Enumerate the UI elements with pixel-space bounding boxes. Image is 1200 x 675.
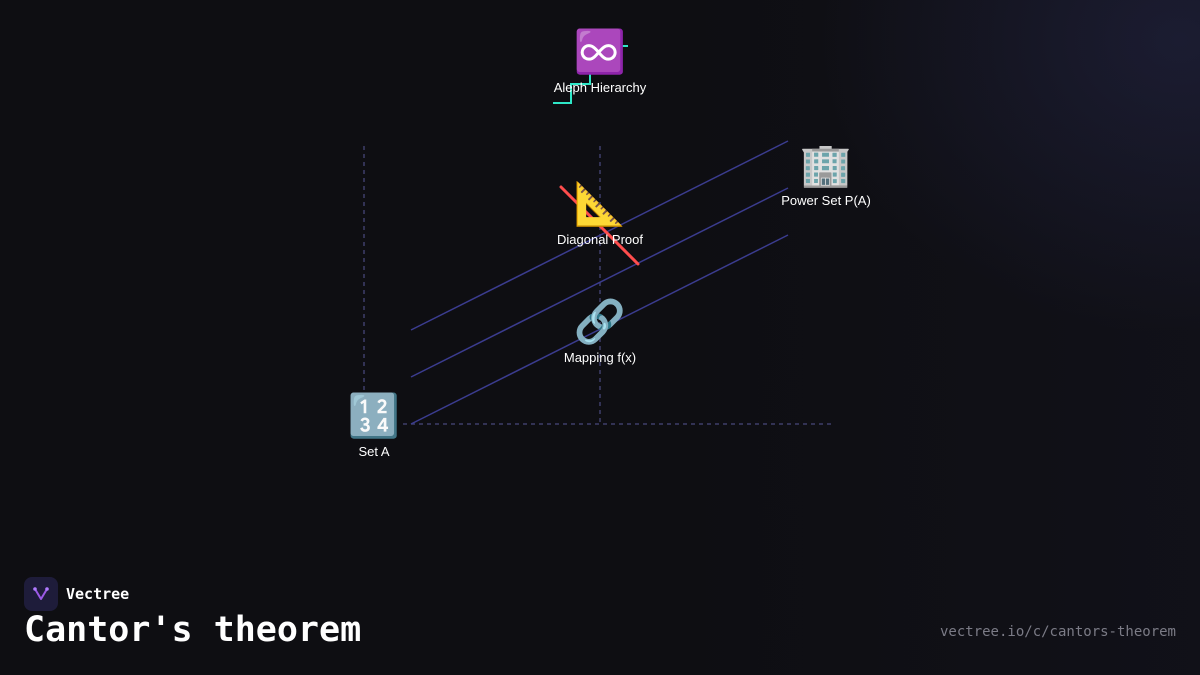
- node-diagonal-proof: 📐 Diagonal Proof: [520, 180, 680, 247]
- source-url[interactable]: vectree.io/c/cantors-theorem: [939, 624, 1176, 640]
- mapping-line-middle: [410, 187, 789, 378]
- node-set-a: 🔢 Set A: [294, 392, 454, 459]
- input-numbers-icon: 🔢: [347, 392, 401, 439]
- vectree-logo-icon: [24, 577, 58, 611]
- mapping-line-top: [410, 140, 789, 331]
- page-title: Cantor's theorem: [24, 610, 362, 650]
- node-label: Power Set P(A): [781, 193, 871, 208]
- office-building-icon: 🏢: [799, 141, 853, 188]
- brand: Vectree: [24, 577, 129, 611]
- node-label: Set A: [358, 444, 390, 459]
- node-label: Diagonal Proof: [557, 232, 643, 247]
- node-aleph-hierarchy: ♾️ Aleph Hierarchy: [520, 28, 680, 95]
- infinity-icon: ♾️: [573, 28, 627, 75]
- triangular-ruler-icon: 📐: [573, 180, 627, 227]
- node-label: Aleph Hierarchy: [553, 80, 647, 95]
- mapping-line-bottom: [410, 234, 789, 425]
- brand-name: Vectree: [66, 585, 130, 603]
- node-label: Mapping f(x): [563, 350, 637, 365]
- node-power-set: 🏢 Power Set P(A): [746, 141, 906, 208]
- diagonal-slash: [559, 185, 640, 266]
- link-icon: 🔗: [573, 298, 627, 345]
- aleph-staircase: [553, 45, 628, 104]
- node-mapping: 🔗 Mapping f(x): [520, 298, 680, 365]
